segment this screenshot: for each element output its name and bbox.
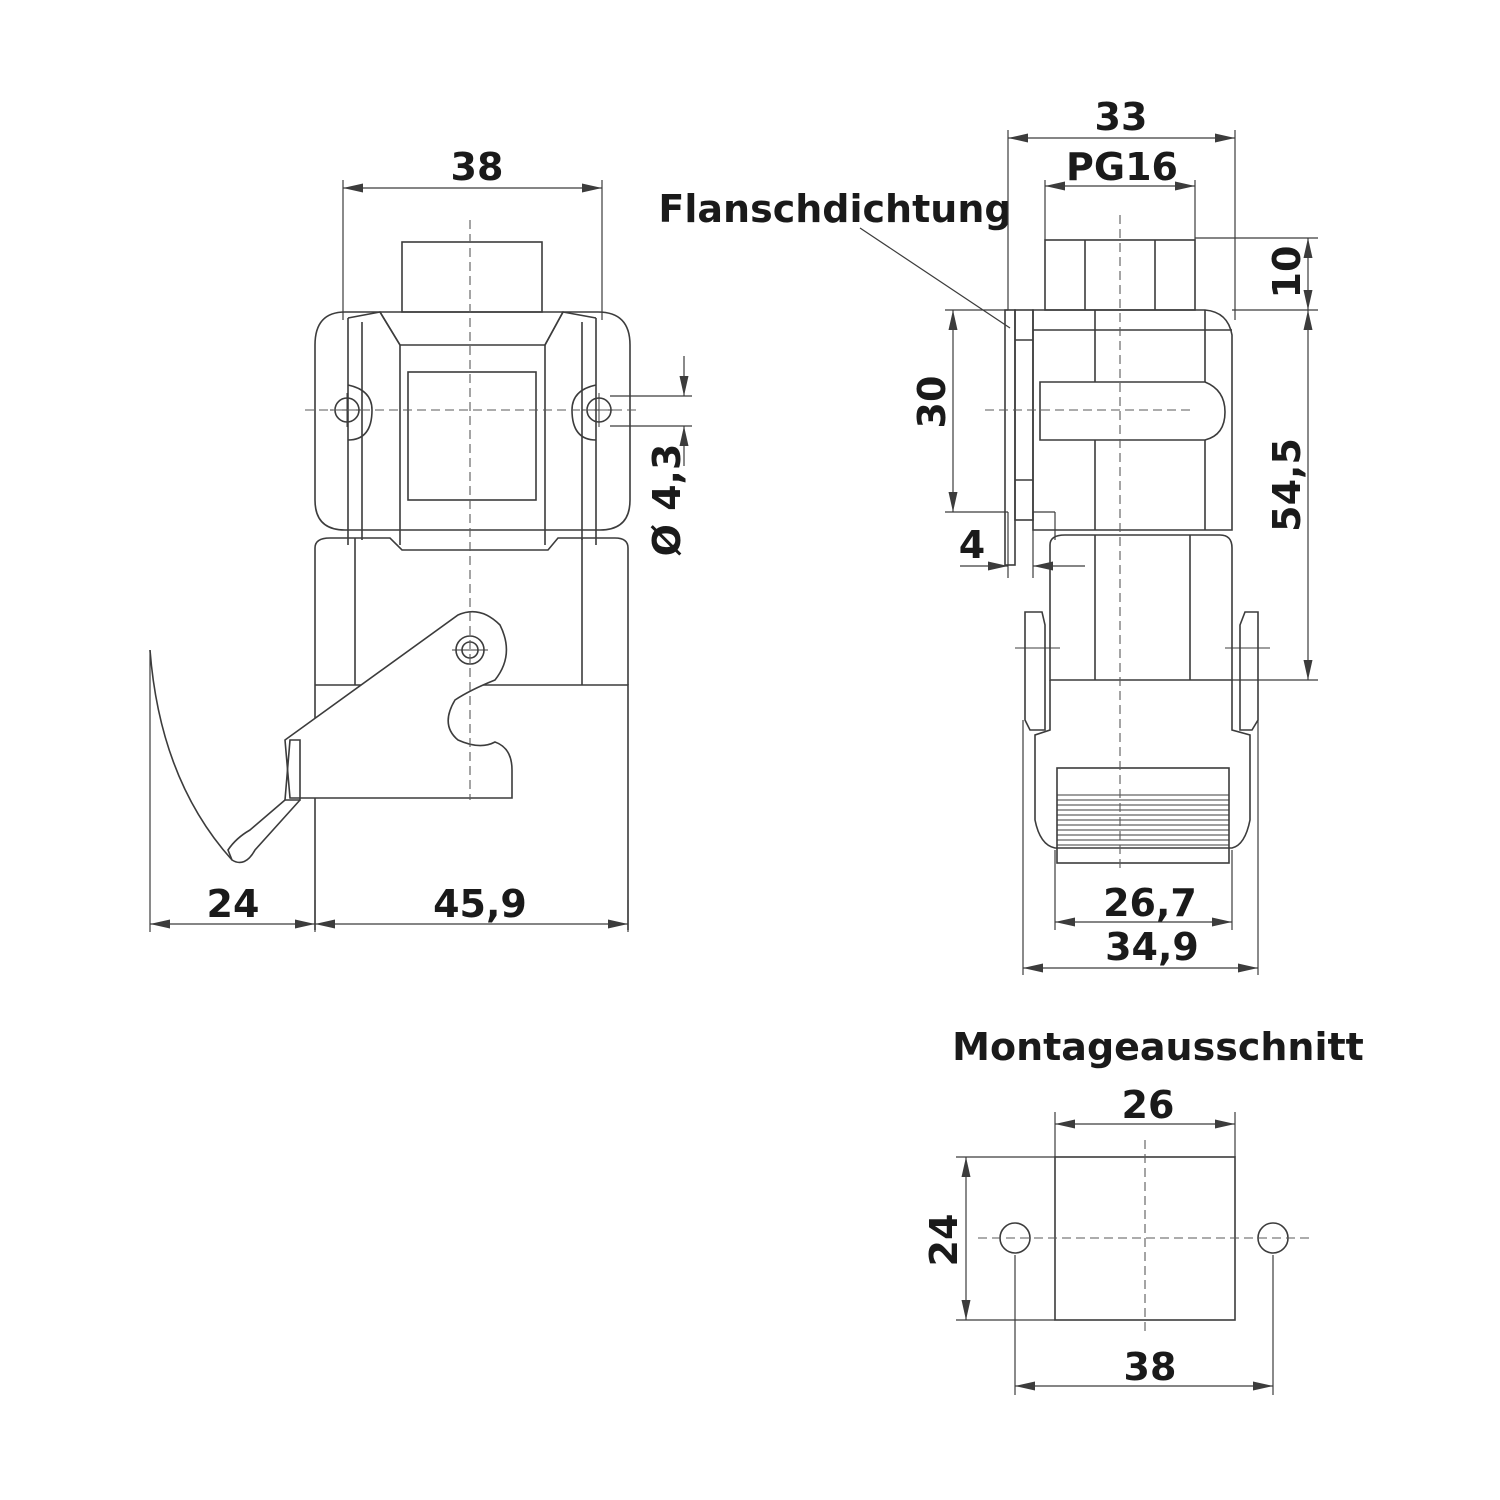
side-latch-right [1239, 611, 1259, 731]
cutout-dimensions: 26 24 38 [922, 1083, 1274, 1395]
label-mounting-cutout: Montageausschnitt [952, 1025, 1364, 1069]
dim-body-height: 54,5 [1265, 438, 1309, 532]
front-locking-lever [284, 610, 513, 799]
front-gland [401, 241, 543, 313]
side-latch-left [1024, 611, 1046, 731]
label-flange-seal: Flanschdichtung [658, 187, 1011, 231]
dim-front-width: 38 [451, 145, 504, 189]
front-dimensions: 38 Ø 4,3 24 45,9 [149, 145, 692, 932]
dim-hole-spacing: 38 [1124, 1345, 1177, 1389]
dim-flange-thickness: 4 [959, 523, 985, 567]
dim-lever-projection: 24 [207, 882, 260, 926]
front-mounting-hole-right [571, 384, 616, 441]
dim-cutout-width: 26 [1122, 1083, 1175, 1127]
dim-outer-width: 34,9 [1105, 925, 1199, 969]
dim-flange-height: 30 [910, 376, 954, 429]
dim-hole-diameter: Ø 4,3 [645, 444, 689, 557]
side-view [859, 215, 1270, 870]
dim-inner-width: 26,7 [1103, 881, 1197, 925]
side-hood [1032, 309, 1233, 531]
side-base [1034, 680, 1251, 849]
dim-thread: PG16 [1066, 145, 1178, 189]
side-dimensions: 33 PG16 10 54,5 30 4 26,7 [910, 95, 1318, 975]
front-view [149, 220, 640, 930]
front-window [407, 371, 537, 501]
side-lower-housing [1049, 534, 1233, 681]
side-lever [1039, 381, 1226, 441]
mounting-cutout [978, 1140, 1310, 1335]
side-flange-plate [1014, 309, 1034, 521]
front-flange-plate [314, 311, 631, 531]
side-flange-seal [1004, 309, 1016, 566]
dim-front-height: 45,9 [433, 882, 527, 926]
dim-side-width: 33 [1095, 95, 1148, 139]
dim-gland-height: 10 [1265, 246, 1309, 299]
front-lower-housing [314, 537, 629, 685]
front-mounting-hole-left [330, 384, 373, 441]
dim-cutout-height: 24 [922, 1214, 966, 1267]
front-housing-frame [347, 318, 597, 545]
